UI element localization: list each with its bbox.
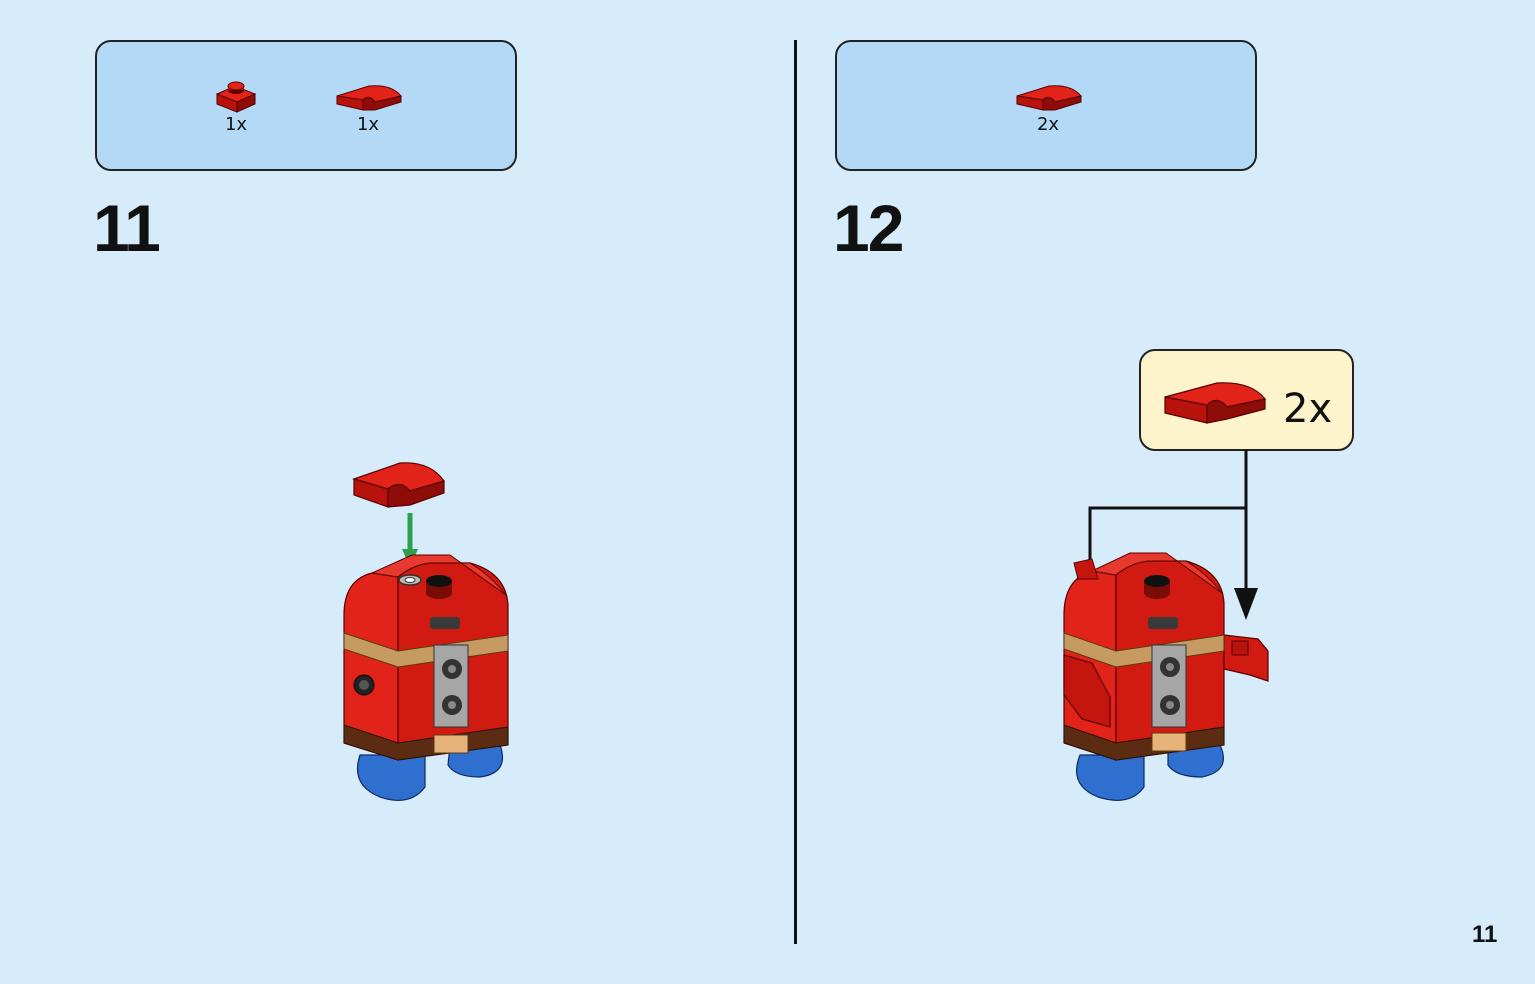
red-curved-slope-icon (1164, 382, 1267, 424)
part-quantity: 1x (224, 114, 248, 135)
red-round-plate-1x1-icon (215, 81, 257, 113)
sub-assembly-callout: 2x (1139, 349, 1354, 451)
parts-item: 2x (1013, 80, 1083, 134)
parts-item: 1x (333, 80, 403, 134)
step-number: 12 (833, 191, 904, 265)
santa-model-step-11 (343, 462, 509, 801)
parts-list-step-12: 2x (835, 40, 1257, 171)
page-number: 11 (1472, 921, 1498, 948)
parts-item: 1x (213, 80, 259, 134)
red-curved-slope-icon (1016, 85, 1082, 111)
santa-model-step-12 (1063, 552, 1269, 801)
step-number: 11 (93, 191, 161, 265)
parts-list-step-11: 1x 1x (95, 40, 517, 171)
red-curved-slope-icon (336, 85, 402, 111)
part-quantity: 2x (1036, 114, 1060, 135)
page-divider (794, 40, 797, 944)
red-curved-slope-icon (352, 462, 445, 508)
callout-quantity: 2x (1283, 386, 1333, 432)
part-quantity: 1x (356, 114, 380, 135)
